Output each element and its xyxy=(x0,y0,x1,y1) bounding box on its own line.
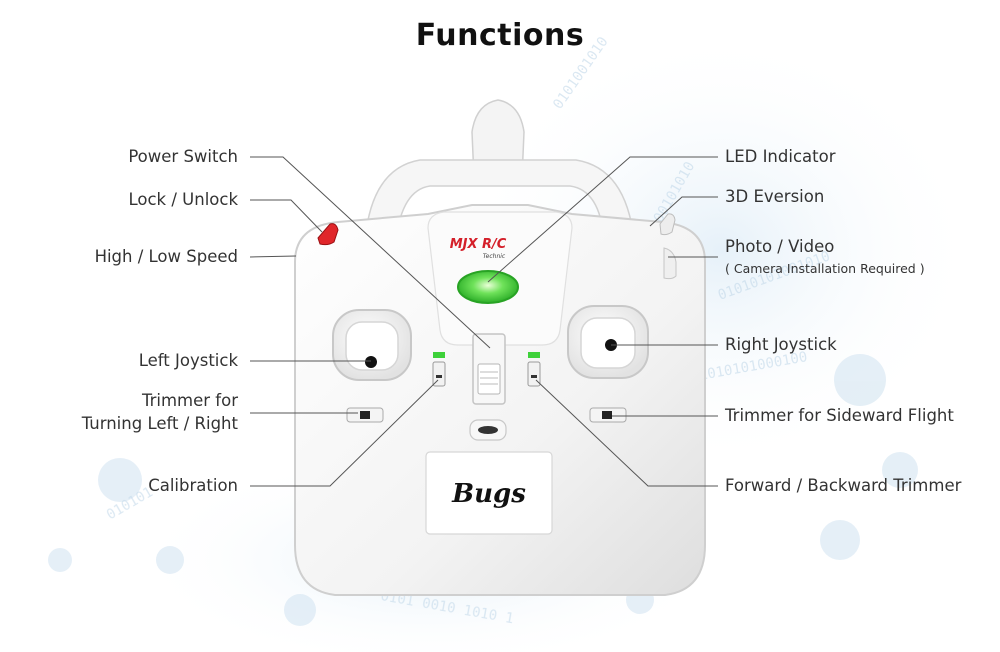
model-label-text: Bugs xyxy=(451,479,526,509)
label-3d-eversion: 3D Eversion xyxy=(725,187,825,206)
leader-calibration xyxy=(250,379,439,487)
page-title: Functions xyxy=(415,18,585,53)
led-indicator xyxy=(457,270,519,304)
label-high-low-speed: High / Low Speed xyxy=(94,247,238,266)
3d-eversion-button[interactable] xyxy=(659,213,676,236)
photo-video-button[interactable] xyxy=(663,247,677,280)
forward-backward-trimmer-switch[interactable] xyxy=(527,361,541,387)
leader-forward-backward-trimmer xyxy=(535,379,718,487)
antenna xyxy=(471,99,525,179)
label-lock-unlock: Lock / Unlock xyxy=(128,190,238,209)
leader-high-low-speed xyxy=(249,255,297,258)
label-trimmer-turning-line1: Trimmer for xyxy=(141,391,238,410)
label-left-joystick: Left Joystick xyxy=(138,351,238,370)
leader-led-indicator xyxy=(487,156,718,283)
left-trim-light xyxy=(433,352,445,358)
leader-power-switch xyxy=(250,156,491,349)
label-right-joystick: Right Joystick xyxy=(725,335,837,354)
leader-lock-unlock xyxy=(250,199,323,233)
label-photo-video-note: ( Camera Installation Required ) xyxy=(725,261,925,276)
label-photo-video: Photo / Video xyxy=(725,237,835,256)
lock-unlock-button[interactable] xyxy=(317,223,339,246)
label-calibration: Calibration xyxy=(148,476,238,495)
left-joystick-knob xyxy=(365,356,377,368)
label-power-switch: Power Switch xyxy=(128,147,238,166)
label-led-indicator: LED Indicator xyxy=(725,147,836,166)
right-trim-light xyxy=(528,352,540,358)
label-trimmer-turning-line2: Turning Left / Right xyxy=(81,414,238,433)
label-sideward-trimmer: Trimmer for Sideward Flight xyxy=(725,406,954,425)
model-label-plate xyxy=(425,451,553,535)
left-joystick-cap[interactable] xyxy=(345,321,399,371)
label-forward-backward-trimmer: Forward / Backward Trimmer xyxy=(725,476,962,495)
logo-subtitle: Technic xyxy=(483,253,506,260)
mjx-logo: MJX R/C xyxy=(450,237,507,252)
calibration-trimmer[interactable] xyxy=(432,361,446,387)
leader-3d-eversion xyxy=(649,196,718,227)
